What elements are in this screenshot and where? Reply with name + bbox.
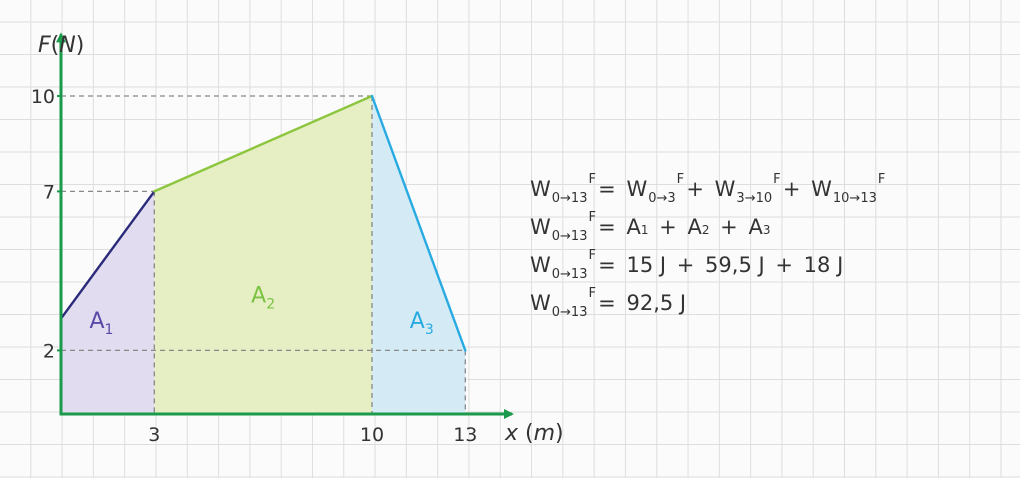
value-term: 15 J xyxy=(626,253,667,277)
area-term: A1 xyxy=(626,215,649,239)
force-segment-3 xyxy=(370,94,467,352)
area-label-3: A3 xyxy=(410,309,434,338)
area-label-1: A1 xyxy=(89,309,113,338)
value-term: 59,5 J xyxy=(705,253,765,277)
x-tick-label: 13 xyxy=(453,424,477,446)
x-axis-label: x (m) xyxy=(504,421,564,446)
result-value: 92,5 J xyxy=(626,291,687,315)
area-fill-1 xyxy=(61,191,155,414)
y-tick-label: 2 xyxy=(43,340,55,362)
value-term: 18 J xyxy=(803,253,844,277)
x-tick-label: 3 xyxy=(148,424,160,446)
area-label-2: A2 xyxy=(251,284,275,313)
y-axis-label: F(N) xyxy=(38,33,84,58)
area-fill-3 xyxy=(372,96,466,414)
force-segment-2 xyxy=(153,94,374,193)
area-term: A2 xyxy=(687,215,710,239)
y-tick-label: 10 xyxy=(31,86,55,108)
area-term: A3 xyxy=(748,215,771,239)
force-segment-1 xyxy=(59,190,156,320)
x-tick-label: 10 xyxy=(360,424,384,446)
area-fill-2 xyxy=(154,96,372,414)
y-tick-label: 7 xyxy=(43,181,55,203)
